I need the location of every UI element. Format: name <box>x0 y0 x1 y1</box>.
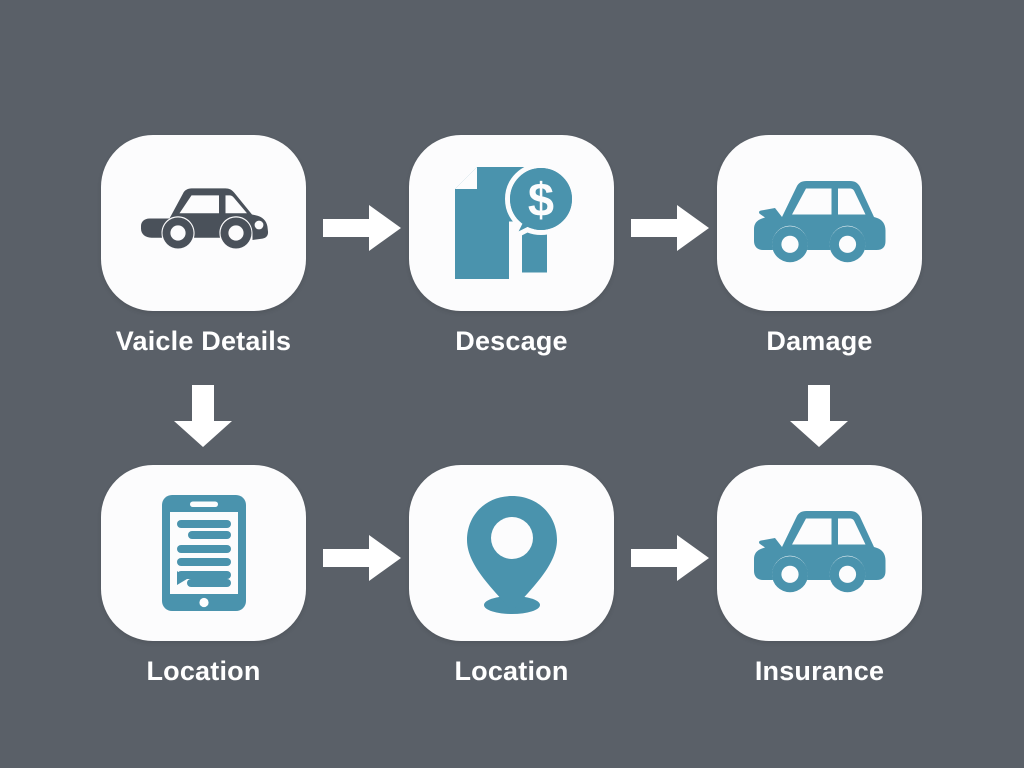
node-card[interactable] <box>101 465 306 641</box>
node-card[interactable]: $ <box>409 135 614 311</box>
map-pin-icon <box>457 491 567 616</box>
node-location-pin[interactable]: Location <box>409 465 614 687</box>
node-label: Damage <box>766 326 873 356</box>
node-label: Vaicle Details <box>115 326 292 356</box>
node-card[interactable] <box>717 135 922 311</box>
document-dollar-icon: $ <box>447 161 577 286</box>
arrow-right-icon <box>323 535 401 581</box>
car-icon <box>752 175 888 271</box>
tablet-document-icon <box>160 493 248 613</box>
node-card[interactable] <box>717 465 922 641</box>
node-label: Location <box>146 656 261 686</box>
node-label: Descage <box>455 326 568 356</box>
node-descage[interactable]: $ Descage <box>409 135 614 357</box>
arrow-right-icon <box>631 535 709 581</box>
arrow-right-icon <box>323 205 401 251</box>
node-label: Location <box>454 656 569 686</box>
arrow-down-icon <box>174 385 232 447</box>
node-vehicle-details[interactable]: Vaicle Details <box>101 135 306 357</box>
car-icon <box>752 505 888 601</box>
node-label: Insurance <box>754 656 885 686</box>
node-damage[interactable]: Damage <box>717 135 922 357</box>
node-insurance[interactable]: Insurance <box>717 465 922 687</box>
arrow-right-icon <box>631 205 709 251</box>
node-card[interactable] <box>101 135 306 311</box>
node-location-tablet[interactable]: Location <box>101 465 306 687</box>
car-icon <box>139 181 269 265</box>
arrow-down-icon <box>790 385 848 447</box>
node-card[interactable] <box>409 465 614 641</box>
svg-text:$: $ <box>527 173 553 226</box>
